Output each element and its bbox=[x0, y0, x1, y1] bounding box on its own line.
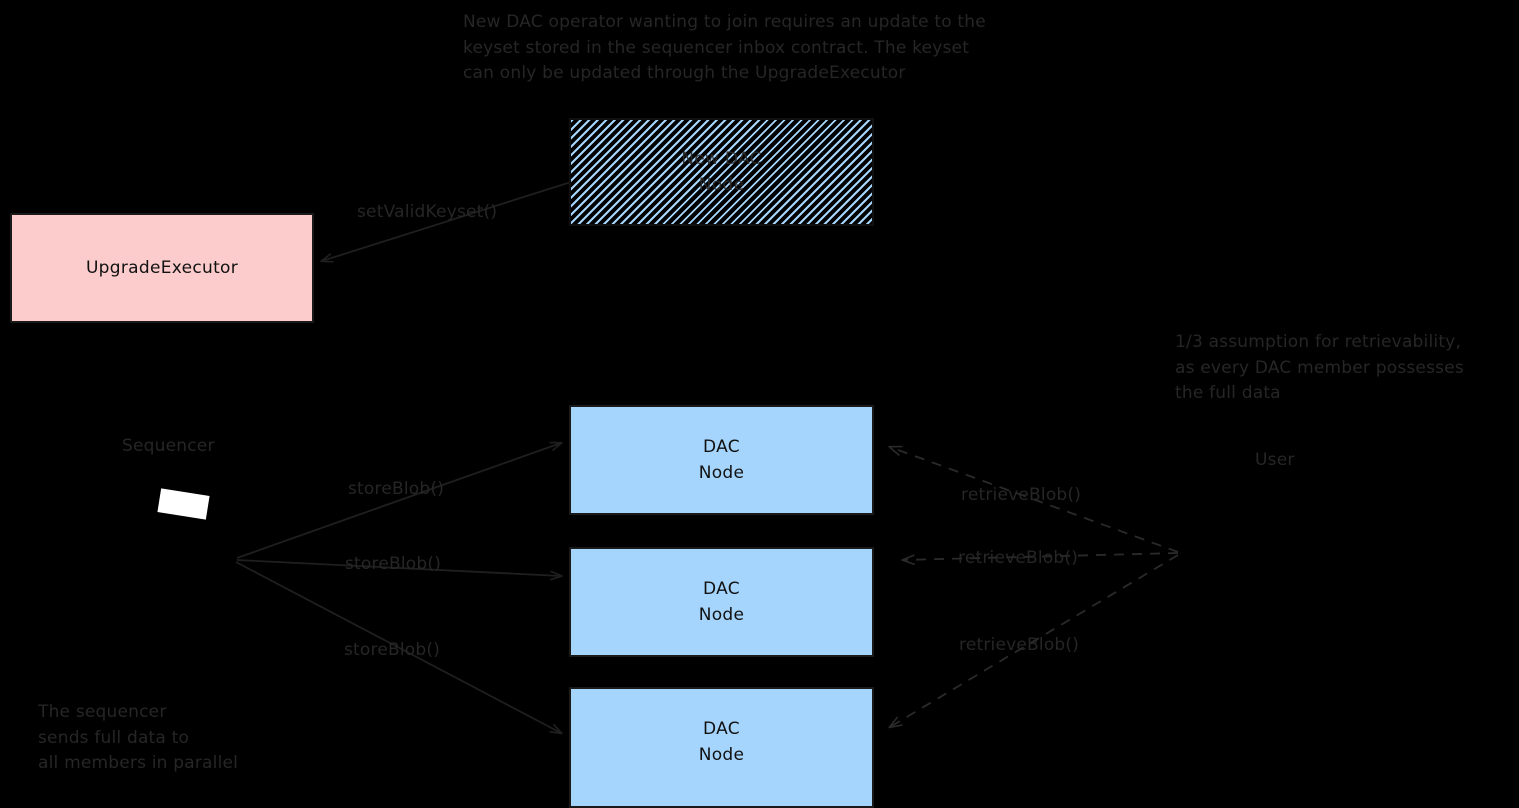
edge-store-blob-1 bbox=[236, 441, 563, 559]
node-upgrade-executor[interactable]: UpgradeExecutor bbox=[10, 213, 314, 323]
annotation-parallel-note: The sequencer sends full data to all mem… bbox=[38, 702, 239, 773]
edge-label-retrieve-blob-3: retrieveBlob() bbox=[959, 635, 1080, 655]
actor-sequencer-label: Sequencer bbox=[122, 436, 215, 456]
node-dac-node-1[interactable]: DAC Node bbox=[569, 405, 874, 515]
edge-label-retrieve-blob-1: retrieveBlob() bbox=[961, 485, 1082, 505]
node-dac-node-3-label: DAC Node bbox=[698, 718, 745, 765]
node-dac-node-1-label: DAC Node bbox=[698, 437, 745, 483]
edge-label-set-valid-keyset: setValidKeyset() bbox=[357, 202, 498, 222]
annotation-keyset-note: New DAC operator wanting to join require… bbox=[463, 12, 986, 83]
sequencer-glyph-icon bbox=[157, 488, 210, 520]
edge-label-store-blob-3: storeBlob() bbox=[344, 640, 441, 660]
node-dac-node-2[interactable]: DAC Node bbox=[569, 547, 874, 657]
actor-user-label: User bbox=[1255, 450, 1295, 470]
node-new-dac-node[interactable]: New DAC Node bbox=[569, 118, 874, 226]
node-new-dac-node-label: New DAC Node bbox=[681, 149, 762, 195]
edge-label-retrieve-blob-2: retrieveBlob() bbox=[958, 548, 1079, 568]
edge-label-store-blob-1: storeBlob() bbox=[348, 479, 445, 499]
node-upgrade-executor-label: UpgradeExecutor bbox=[85, 258, 239, 278]
edge-label-store-blob-2: storeBlob() bbox=[345, 554, 442, 574]
node-dac-node-2-label: DAC Node bbox=[698, 579, 745, 625]
annotation-retrievability-note: 1/3 assumption for retrievability, as ev… bbox=[1175, 332, 1464, 403]
node-dac-node-3[interactable]: DAC Node bbox=[569, 687, 874, 808]
